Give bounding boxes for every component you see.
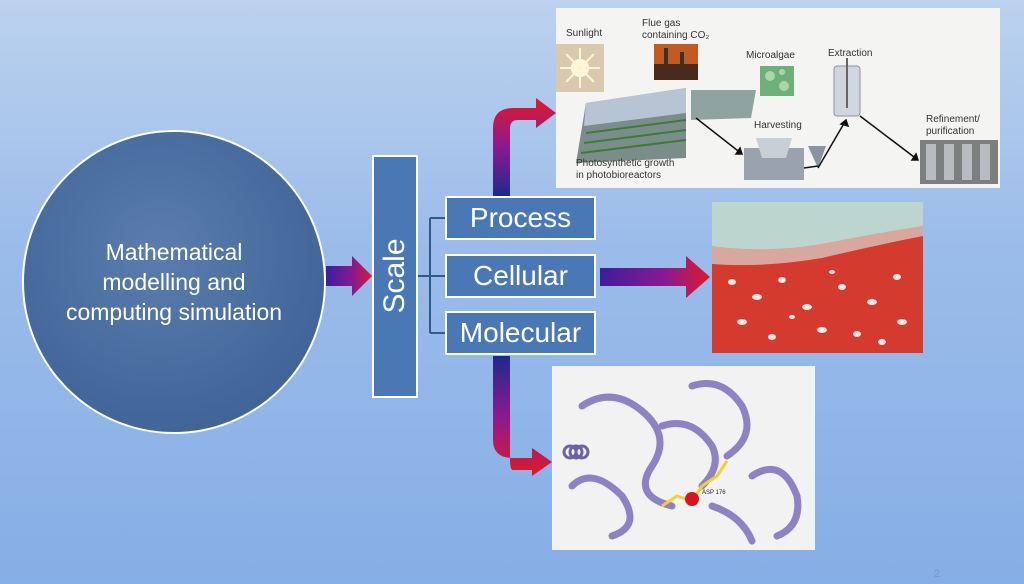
label-harvesting: Harvesting — [754, 120, 802, 131]
photobioreactor-icon — [576, 88, 756, 163]
label-microalgae: Microalgae — [746, 50, 795, 61]
extraction-tank-icon — [833, 58, 861, 117]
factory-icon — [654, 44, 698, 80]
page-number: 2 — [934, 568, 941, 580]
scale-item-cellular: Cellular — [445, 254, 596, 298]
label-sunlight: Sunlight — [566, 28, 603, 39]
arrow-cellular — [600, 256, 710, 298]
protein-structure — [562, 380, 802, 545]
scale-box — [372, 155, 418, 398]
label-flue-gas: Flue gas containing CO₂ — [642, 18, 710, 41]
refinement-icon — [920, 140, 998, 184]
circle-text: Mathematical modelling and computing sim… — [65, 239, 283, 325]
microalgae-icon — [760, 66, 794, 96]
label-growth: Photosynthetic growth in photobioreactor… — [576, 158, 675, 181]
modelling-circle: Mathematical modelling and computing sim… — [22, 130, 326, 434]
process-figure: Sunlight Flue gas containing CO₂ Microal… — [556, 8, 1000, 188]
label-refinement: Refinement/ purification — [926, 114, 980, 137]
arrow-process — [493, 98, 556, 196]
cellular-figure — [712, 202, 923, 353]
process-illustration — [556, 44, 998, 184]
arrow-molecular — [493, 356, 552, 476]
arrow-circle-to-scale — [326, 256, 372, 296]
label-extraction: Extraction — [828, 48, 873, 59]
tissue-micrograph — [712, 202, 923, 353]
scale-bracket — [418, 217, 445, 334]
scale-label: Scale — [378, 238, 411, 314]
scale-item-process: Process — [445, 196, 596, 240]
sun-icon — [556, 44, 604, 92]
residue-label: ASP 176 — [702, 490, 726, 496]
harvester-icon — [744, 138, 826, 180]
molecular-figure: ASP 176 — [552, 366, 815, 550]
scale-item-molecular: Molecular — [445, 311, 596, 355]
